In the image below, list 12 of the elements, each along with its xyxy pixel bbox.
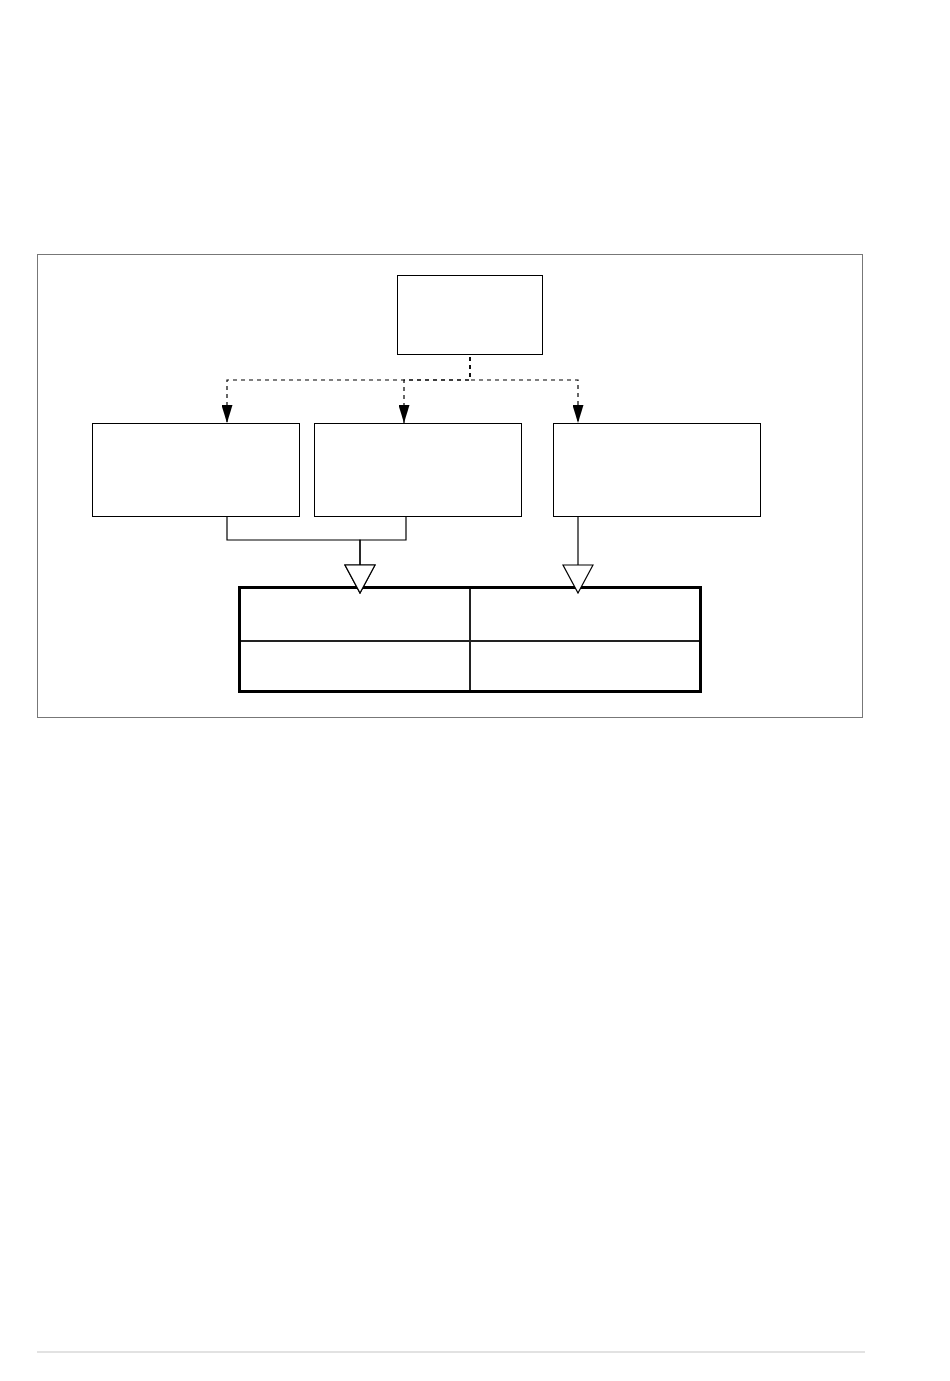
arrow: [469, 356, 584, 424]
table-cell: [469, 588, 699, 641]
table-cell: [240, 588, 470, 641]
process-box: [397, 275, 543, 355]
arrow: [344, 516, 407, 594]
process-box: [553, 423, 761, 517]
table-cell: [469, 640, 699, 690]
table-cell: [240, 640, 470, 690]
table-box: [238, 586, 702, 693]
process-box: [92, 423, 300, 517]
arrow: [562, 516, 594, 594]
process-box: [314, 423, 522, 517]
